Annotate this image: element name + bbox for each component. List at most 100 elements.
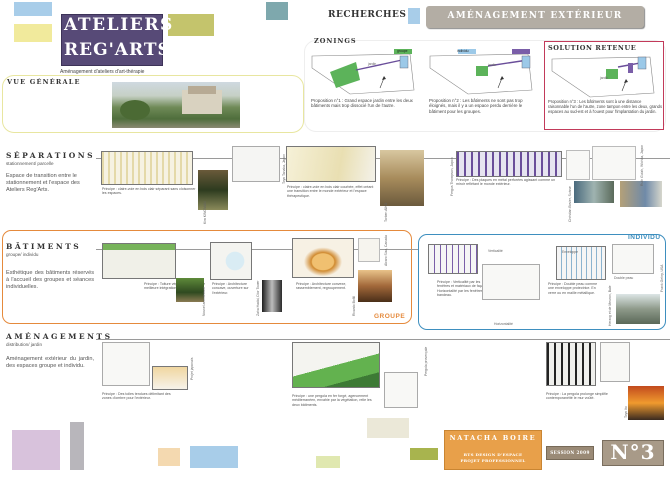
batiments-photo-4 — [616, 294, 660, 324]
amenagements-subtitle: distribution/ jardin — [6, 342, 43, 347]
swatch-beige-bottom — [367, 418, 409, 438]
batiments-sketch-7 — [556, 246, 606, 280]
batiments-photo-2 — [262, 280, 282, 312]
swatch-olive-bottom — [410, 448, 438, 460]
course-line1: BTS DESIGN D'ESPACE — [463, 452, 523, 457]
batiments-sketch-4 — [358, 238, 380, 262]
author-name: NATACHA BOIRE — [449, 434, 537, 442]
separations-credit-2: Toyo Tanaka, Japon — [282, 153, 286, 184]
course-line2: PROJET PROFESSIONNEL — [460, 458, 526, 463]
batiments-caption-1: Principe : Toiture végétalisée pour une … — [144, 282, 206, 291]
amenagements-sketch-1 — [102, 342, 150, 386]
swatch-blue-bottom — [190, 446, 238, 468]
swatch-olive-top — [168, 14, 214, 36]
author-block — [444, 430, 542, 470]
separations-credit-6: Ruth Gutzh, Wichita, Japon — [640, 144, 644, 186]
batiments-photo-3 — [358, 270, 392, 302]
swatch-blue-recherches — [408, 8, 420, 24]
amenagements-credit-2: Toyo Ito — [624, 406, 628, 418]
solution-retenue-frame — [544, 41, 664, 130]
batiments-label-enveloppe: Enveloppe — [562, 250, 579, 254]
separations-photo-2 — [380, 150, 424, 206]
amenagements-caption-1: Principe : Des toiles tendues délimitant… — [102, 392, 171, 401]
batiments-credit-2: Zaha Hadid, Dior Tower — [256, 280, 260, 316]
separations-caption-1: Principe : claire-voie en bois clair sép… — [102, 187, 196, 196]
batiments-line — [96, 249, 418, 250]
amenagements-caption-3: Principe : La pergola prolonge simplifie… — [546, 392, 608, 401]
separations-sketch-4 — [456, 151, 562, 177]
separations-credit-3: Torben AIKO — [384, 202, 388, 222]
batiments-caption-2: Principe : Architecture concave, ouvertu… — [212, 282, 249, 295]
amenagements-sketch-6 — [600, 342, 630, 382]
recherches-title: RECHERCHES — [328, 10, 407, 20]
individu-frame — [418, 234, 666, 330]
solution-retenue-title: SOLUTION RETENUE — [548, 44, 637, 52]
session-label: SESSION 2009 — [550, 450, 590, 455]
separations-sketch-2 — [232, 146, 280, 182]
separations-sketch-3 — [286, 146, 376, 182]
groupe-label: GROUPE — [374, 313, 406, 320]
zoning-1-caption: Proposition n°1 : Grand espace jardin en… — [311, 98, 413, 109]
batiments-description: Esthétique des bâtiments réservés à l'ac… — [6, 270, 94, 291]
batiments-label-verticalite: Verticalité — [488, 249, 503, 253]
zonings-title: ZONINGS — [314, 37, 357, 45]
amenagement-exterieur-banner — [426, 6, 644, 28]
batiments-label-horizontalite: Horizontalité — [494, 322, 513, 326]
batiments-sketch-3 — [292, 238, 354, 278]
separations-caption-3: Principe : Des plaques en métal perforée… — [456, 178, 556, 187]
amenagements-credit-3: Pergola provençale — [424, 346, 428, 376]
zoning-3-jardin: jardin — [600, 76, 609, 80]
separations-credit-5: Christian Bovier, Suisse — [568, 186, 572, 222]
zoning-diagram-3 — [551, 56, 655, 98]
swatch-yellow-top-left — [14, 24, 52, 42]
batiments-title: BÂTIMENTS — [6, 242, 82, 251]
batiments-sketch-1 — [102, 243, 176, 279]
zoning-diagram-1 — [311, 49, 415, 95]
batiments-credit-4: Alvaro Siza, Canada — [384, 235, 388, 266]
page-number: N°3 — [610, 440, 656, 464]
individu-label: INDIVIDU — [628, 234, 661, 241]
separations-credit-4: Fergus Thompson, Japon — [450, 157, 454, 196]
separations-description: Espace de transition entre le stationnem… — [6, 173, 80, 194]
amenagements-sketch-3 — [292, 342, 380, 388]
amenagements-credit-1: Projet japonais — [190, 357, 194, 380]
zoning-2-caption: Proposition n°2 : Les bâtiments ne sont … — [429, 98, 523, 114]
batiments-photo-1 — [176, 278, 204, 302]
groupe-frame — [2, 230, 412, 324]
separations-sketch-1 — [101, 151, 193, 185]
swatch-blue-top-left — [14, 2, 52, 16]
zoning-2-tag: individu — [457, 49, 469, 53]
separations-photo-1 — [198, 170, 228, 210]
amenagements-sketch-2 — [152, 366, 188, 390]
separations-caption-2: Principe : claire-voie en bois clair cou… — [287, 185, 374, 198]
amenagement-exterieur-title: AMÉNAGEMENT EXTÉRIEUR — [447, 11, 623, 21]
batiments-subtitle: groupe/ individu — [6, 252, 39, 257]
swatch-teal-top — [266, 2, 288, 20]
zoning-2-jardin: jardin — [488, 63, 497, 67]
swatch-gray-bottom — [70, 422, 84, 470]
separations-title: SÉPARATIONS — [6, 151, 96, 160]
session-block — [546, 446, 594, 460]
batiments-credit-5: Herzog et de Meuron, Bale — [608, 285, 612, 326]
amenagements-caption-2: Principe : une pergola en fer forgé, age… — [292, 394, 372, 407]
separations-sketch-6 — [592, 146, 636, 180]
batiments-caption-4: Principe : Verticalité par les fenêtres … — [437, 280, 489, 298]
batiments-sketch-6 — [482, 264, 540, 300]
page-title-line2: REG'ARTS — [64, 40, 171, 60]
amenagements-photo-1 — [628, 386, 664, 420]
batiments-credit-1: Nouvel architecture — [202, 286, 206, 316]
zoning-3-caption: Proposition n°3 : Les bâtiments sont à u… — [548, 99, 662, 114]
amenagements-sketch-5 — [546, 342, 596, 386]
separations-photo-3 — [574, 181, 614, 203]
separations-photo-4 — [620, 181, 662, 207]
batiments-sketch-5 — [428, 244, 478, 274]
title-block — [61, 14, 163, 66]
batiments-caption-5: Principe : Double peau comme une envelop… — [548, 282, 598, 295]
batiments-credit-3: Ricardo Bofill — [352, 296, 356, 316]
swatch-light-green-bottom — [316, 456, 340, 468]
separations-credit-1: Kim KINGMAN — [203, 201, 207, 224]
batiments-sketch-8 — [612, 244, 654, 274]
vue-generale-title: VUE GÉNÉRALE — [7, 78, 81, 86]
amenagements-sketch-4 — [384, 372, 418, 408]
amenagements-title: AMÉNAGEMENTS — [6, 332, 113, 341]
